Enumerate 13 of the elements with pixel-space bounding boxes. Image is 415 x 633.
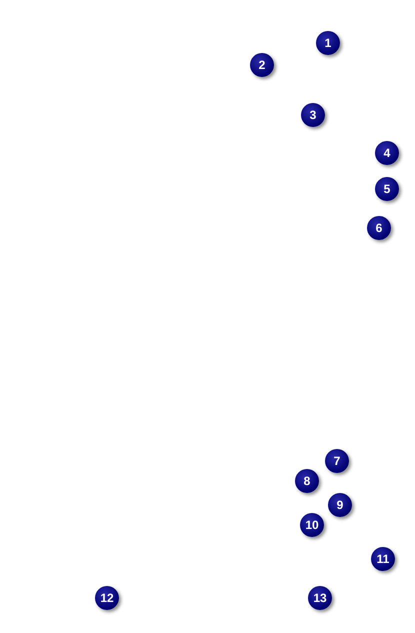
callout-number: 3 — [301, 103, 325, 127]
callout-number: 6 — [367, 216, 391, 240]
callout-number: 10 — [300, 513, 324, 537]
callout-number: 1 — [316, 31, 340, 55]
callout-number: 7 — [325, 449, 349, 473]
callout-number: 12 — [95, 586, 119, 610]
callout-number: 8 — [295, 469, 319, 493]
callout-number: 11 — [371, 547, 395, 571]
callout-number: 2 — [250, 53, 274, 77]
callout-number: 13 — [308, 586, 332, 610]
callout-number: 5 — [375, 177, 399, 201]
callout-number: 4 — [375, 141, 399, 165]
callout-number: 9 — [328, 493, 352, 517]
